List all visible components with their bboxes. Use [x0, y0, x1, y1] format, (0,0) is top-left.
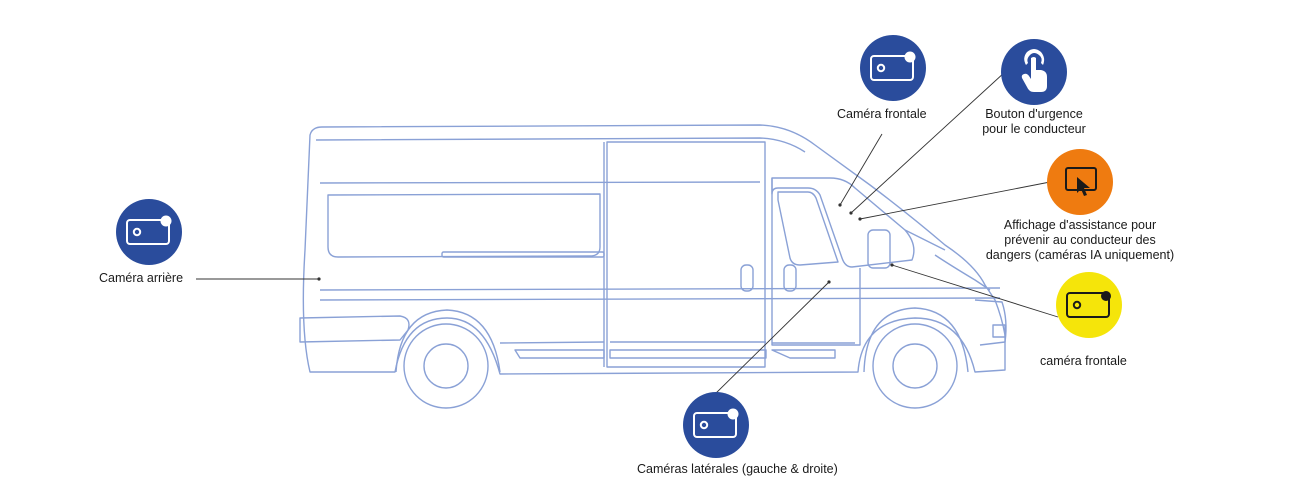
camera-icon	[870, 55, 914, 81]
camera-icon	[1066, 292, 1110, 318]
front-camera-yellow-label: caméra frontale	[1040, 354, 1127, 368]
assist-display-label: Affichage d'assistance pour prévenir au …	[960, 218, 1200, 263]
leader-yellow	[891, 264, 1059, 318]
rear-camera-badge	[116, 199, 182, 265]
panic-button-label-line1: Bouton d'urgence	[985, 107, 1083, 121]
panic-button-badge	[1001, 39, 1067, 105]
assist-display-badge	[1047, 149, 1113, 215]
tablet-touch-icon	[1065, 167, 1097, 196]
panic-button-label: Bouton d'urgence pour le conducteur	[970, 107, 1098, 137]
leader-lines	[196, 71, 1059, 398]
leader-side	[711, 281, 830, 398]
side-cameras-label: Caméras latérales (gauche & droite)	[637, 462, 838, 476]
assist-display-label-line3: dangers (caméras IA uniquement)	[985, 248, 1175, 262]
assist-display-label-line2: prévenir au conducteur des	[1004, 233, 1156, 247]
front-camera-badge	[860, 35, 926, 101]
leader-dots	[317, 203, 894, 284]
leader-assist	[859, 181, 1051, 220]
panic-button-label-line2: pour le conducteur	[982, 122, 1086, 136]
rear-camera-label: Caméra arrière	[99, 271, 184, 285]
leader-panic	[850, 71, 1006, 214]
camera-icon	[693, 412, 737, 438]
front-camera-yellow-badge	[1056, 272, 1122, 338]
touch-hand-icon	[1021, 49, 1047, 92]
camera-icon	[126, 219, 170, 245]
leader-front-top	[839, 133, 883, 206]
van-drawing	[299, 124, 1007, 409]
side-cameras-badge	[683, 392, 749, 458]
front-camera-label: Caméra frontale	[837, 107, 927, 121]
assist-display-label-line1: Affichage d'assistance pour	[1003, 218, 1157, 232]
